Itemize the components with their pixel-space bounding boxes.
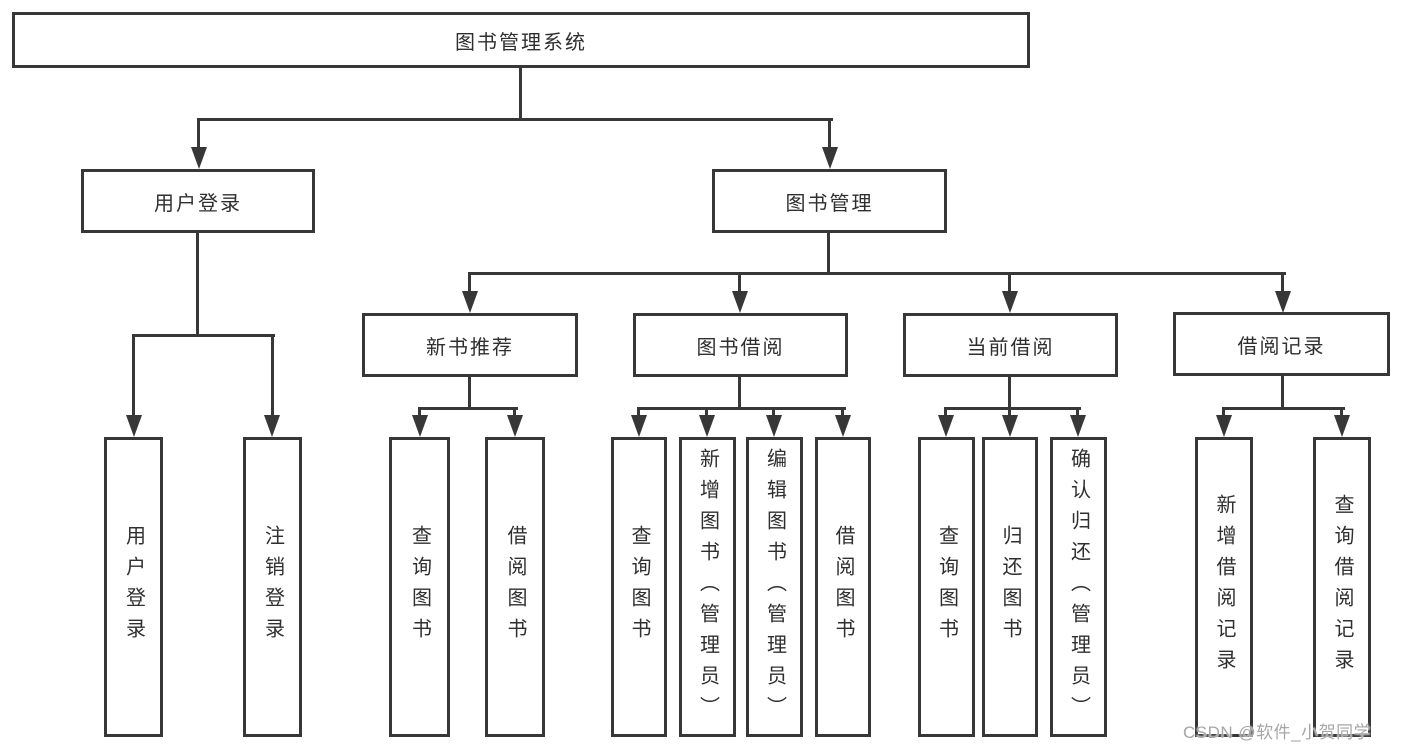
connector-line: [1340, 407, 1343, 417]
connector-line: [944, 407, 947, 417]
connector-line: [1281, 272, 1284, 294]
node-label: 新书推荐: [426, 336, 514, 359]
leaf-query-borrow-record: 查询借阅记录: [1313, 437, 1371, 737]
leaf-query-books-2: 查询图书: [611, 437, 667, 737]
node-label: 当前借阅: [966, 336, 1055, 359]
connector-line: [1281, 374, 1284, 409]
leaf-label: 注销登录: [261, 525, 284, 649]
connector-line: [705, 407, 708, 417]
connector-line: [1076, 407, 1079, 417]
leaf-label: 确认归还（管理员）: [1067, 447, 1090, 727]
node-label: 图书管理: [785, 192, 874, 215]
leaf-label: 查询借阅记录: [1331, 494, 1353, 680]
connector-line: [738, 375, 741, 409]
connector-line: [1008, 407, 1011, 417]
node-book-borrow: 图书借阅: [633, 313, 848, 377]
connector-line: [418, 407, 421, 417]
arrow-down-icon: [822, 147, 838, 169]
connector-line: [1008, 272, 1011, 294]
arrow-down-icon: [766, 415, 782, 437]
arrow-down-icon: [1216, 415, 1232, 437]
leaf-add-books-admin: 新增图书（管理员）: [679, 437, 736, 737]
connector-line: [519, 68, 522, 120]
arrow-down-icon: [1334, 415, 1350, 437]
connector-line: [197, 118, 833, 121]
node-label: 图书借阅: [696, 336, 785, 359]
arrow-down-icon: [264, 415, 280, 437]
leaf-label: 借阅图书: [832, 525, 854, 649]
leaf-return-books: 归还图书: [982, 437, 1038, 737]
leaf-logout: 注销登录: [243, 437, 302, 737]
connector-line: [944, 407, 1081, 410]
leaf-label: 新增图书（管理员）: [696, 447, 719, 727]
leaf-label: 用户登录: [122, 525, 145, 649]
leaf-label: 查询图书: [408, 525, 431, 649]
arrow-down-icon: [126, 415, 142, 437]
node-user-login: 用户登录: [81, 169, 315, 233]
connector-line: [468, 272, 471, 294]
leaf-label: 编辑图书（管理员）: [763, 447, 786, 727]
leaf-label: 借阅图书: [504, 525, 526, 649]
leaf-query-books-1: 查询图书: [389, 437, 450, 737]
connector-line: [513, 407, 516, 417]
connector-line: [418, 407, 518, 410]
connector-line: [197, 118, 200, 150]
leaf-borrow-books-2: 借阅图书: [815, 437, 871, 737]
arrow-down-icon: [938, 415, 954, 437]
node-label: 用户登录: [154, 192, 242, 215]
connector-line: [828, 118, 831, 150]
arrow-down-icon: [1002, 291, 1018, 313]
node-borrow-records: 借阅记录: [1173, 312, 1390, 376]
arrow-down-icon: [412, 415, 428, 437]
arrow-down-icon: [507, 415, 523, 437]
arrow-down-icon: [1275, 291, 1291, 313]
connector-line: [637, 407, 846, 410]
node-root-system: 图书管理系统: [12, 12, 1030, 68]
leaf-borrow-books-1: 借阅图书: [485, 437, 545, 737]
node-book-management: 图书管理: [712, 169, 947, 233]
arrow-down-icon: [1070, 415, 1086, 437]
leaf-label: 归还图书: [999, 525, 1021, 649]
node-current-borrow: 当前借阅: [903, 313, 1118, 377]
leaf-query-books-3: 查询图书: [918, 437, 975, 737]
connector-line: [1008, 375, 1011, 409]
arrow-down-icon: [1002, 415, 1018, 437]
arrow-down-icon: [191, 147, 207, 169]
connector-line: [738, 272, 741, 294]
arrow-down-icon: [462, 291, 478, 313]
leaf-label: 查询图书: [935, 525, 958, 649]
connector-line: [841, 407, 844, 417]
node-label: 图书管理系统: [455, 31, 587, 54]
leaf-edit-books-admin: 编辑图书（管理员）: [746, 437, 803, 737]
leaf-user-login: 用户登录: [104, 437, 163, 737]
connector-line: [132, 334, 275, 337]
leaf-label: 查询图书: [628, 525, 650, 649]
connector-line: [132, 334, 135, 418]
connector-line: [468, 377, 471, 409]
node-new-book-recommend: 新书推荐: [362, 313, 578, 377]
node-label: 借阅记录: [1237, 335, 1326, 358]
csdn-watermark: CSDN @软件_小贺同学: [1183, 723, 1372, 742]
connector-line: [772, 407, 775, 417]
arrow-down-icon: [631, 415, 647, 437]
connector-line: [1222, 407, 1225, 417]
arrow-down-icon: [835, 415, 851, 437]
connector-line: [271, 334, 274, 418]
connector-line: [827, 233, 830, 274]
connector-line: [196, 233, 199, 336]
connector-line: [468, 272, 1286, 275]
arrow-down-icon: [732, 291, 748, 313]
connector-line: [637, 407, 640, 417]
leaf-confirm-return-admin: 确认归还（管理员）: [1050, 437, 1107, 737]
connector-line: [1222, 407, 1345, 410]
leaf-label: 新增借阅记录: [1213, 494, 1235, 680]
arrow-down-icon: [699, 415, 715, 437]
leaf-add-borrow-record: 新增借阅记录: [1195, 437, 1253, 737]
